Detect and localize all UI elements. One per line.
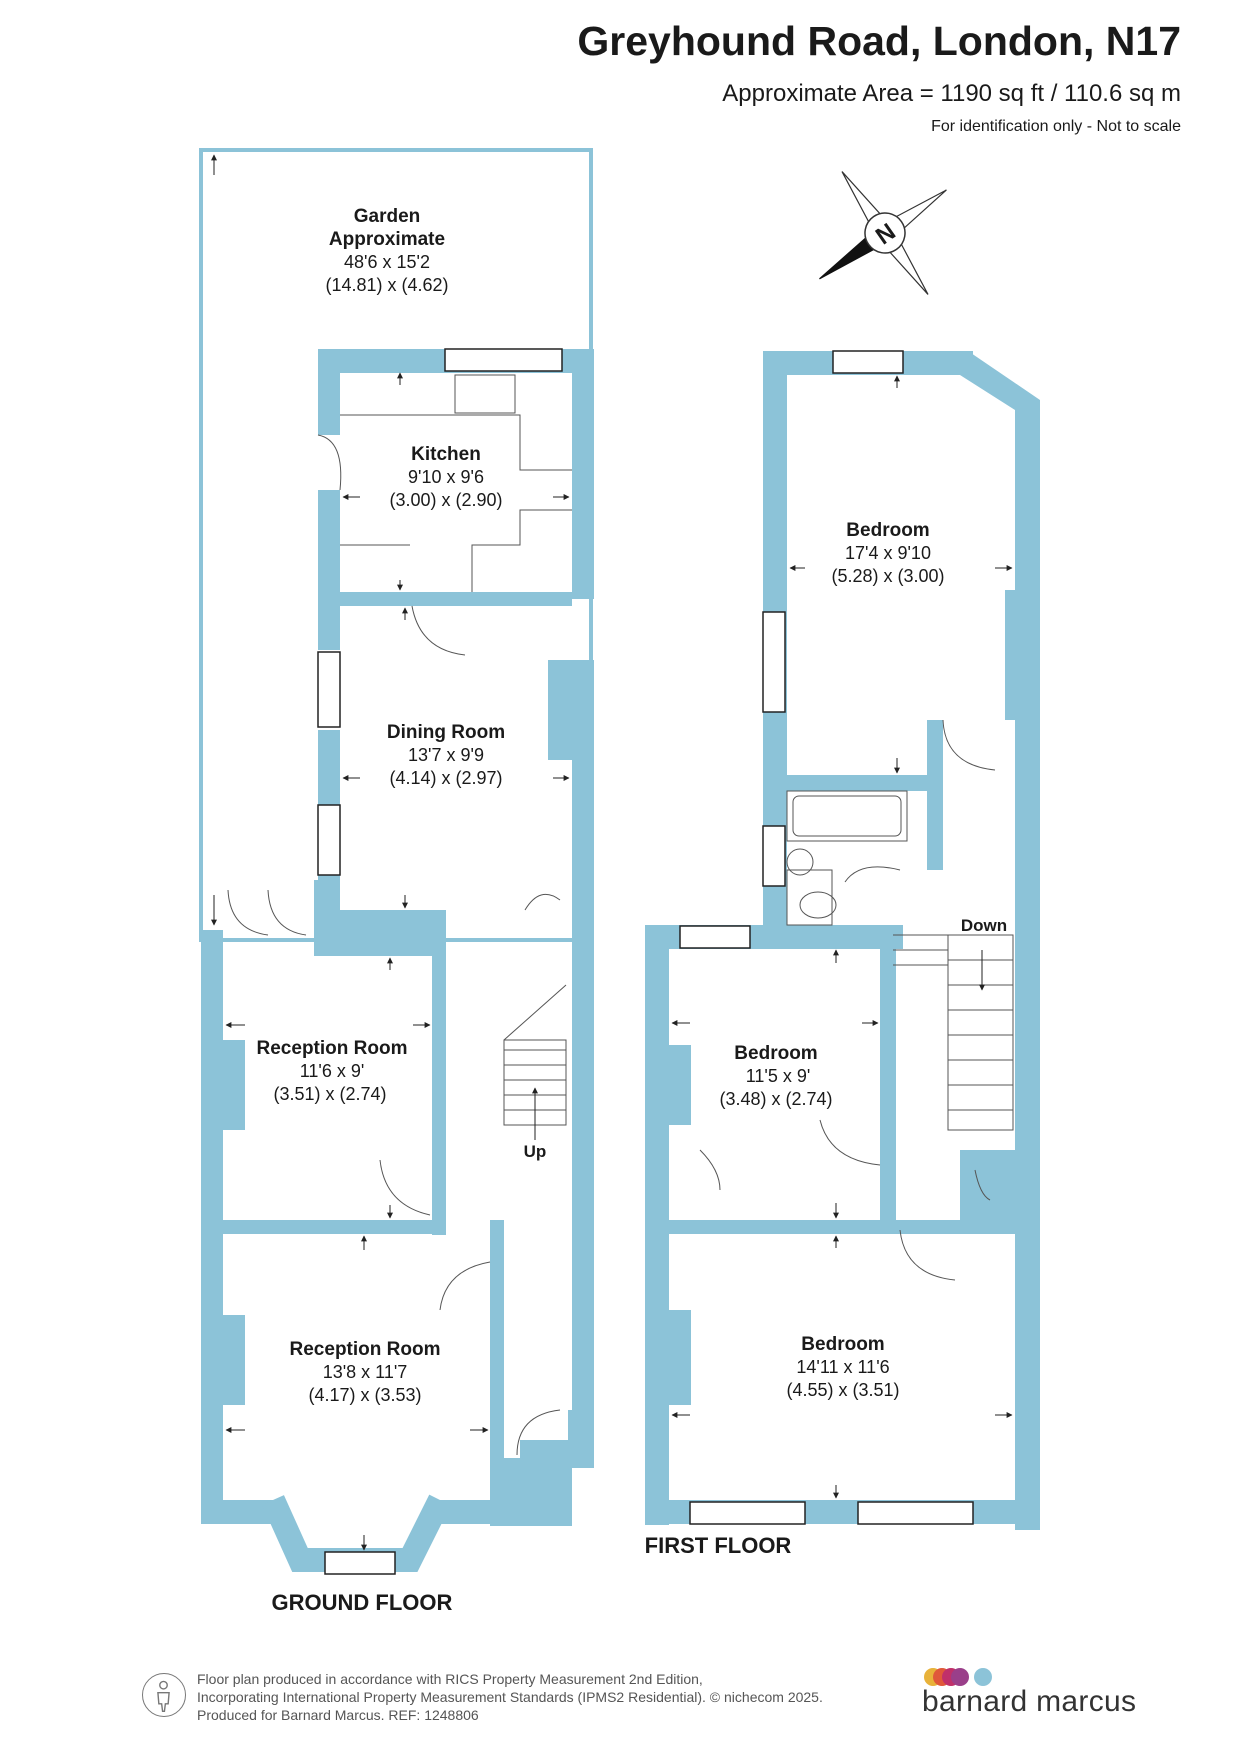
- ground-floor-windows: [317, 348, 563, 1575]
- first-floor-dimension-arrows: [671, 375, 1013, 1499]
- svg-text:Garden: Garden: [354, 206, 421, 227]
- room-label-bedroom-3: Bedroom 14'11 x 11'6 (4.55) x (3.51): [786, 1334, 899, 1400]
- svg-text:(3.51) x (2.74): (3.51) x (2.74): [273, 1084, 386, 1104]
- svg-text:(4.17) x (3.53): (4.17) x (3.53): [308, 1385, 421, 1405]
- first-floor-doors: [699, 719, 996, 1281]
- svg-text:Kitchen: Kitchen: [411, 444, 481, 465]
- svg-text:13'7 x 9'9: 13'7 x 9'9: [408, 745, 484, 765]
- svg-text:17'4 x 9'10: 17'4 x 9'10: [845, 543, 931, 563]
- stairs-down-label: Down: [961, 916, 1007, 935]
- svg-text:48'6 x 15'2: 48'6 x 15'2: [344, 252, 430, 272]
- svg-text:(5.28) x (3.00): (5.28) x (3.00): [831, 566, 944, 586]
- bay-window: [262, 1494, 451, 1572]
- room-label-garden: Garden Approximate 48'6 x 15'2 (14.81) x…: [325, 206, 448, 295]
- svg-text:Bedroom: Bedroom: [734, 1043, 817, 1064]
- svg-text:11'6 x 9': 11'6 x 9': [300, 1061, 365, 1081]
- svg-text:9'10 x 9'6: 9'10 x 9'6: [408, 467, 484, 487]
- compass-icon: N: [819, 171, 947, 295]
- svg-text:Reception Room: Reception Room: [290, 1339, 441, 1360]
- brand-logo-dots: [924, 1668, 1004, 1688]
- room-label-bedroom-1: Bedroom 17'4 x 9'10 (5.28) x (3.00): [831, 520, 944, 586]
- scale-note: For identification only - Not to scale: [931, 118, 1181, 135]
- room-label-reception-room-1: Reception Room 11'6 x 9' (3.51) x (2.74): [257, 1038, 408, 1104]
- svg-text:Reception Room: Reception Room: [257, 1038, 408, 1059]
- first-floor-stairs: [893, 934, 1014, 1131]
- svg-text:Bedroom: Bedroom: [801, 1334, 884, 1355]
- first-floor-windows: [679, 350, 974, 1525]
- svg-text:(4.55) x (3.51): (4.55) x (3.51): [786, 1380, 899, 1400]
- svg-text:(3.00) x (2.90): (3.00) x (2.90): [389, 490, 502, 510]
- approximate-area: Approximate Area = 1190 sq ft / 110.6 sq…: [722, 80, 1181, 107]
- ground-floor-label: GROUND FLOOR: [272, 1590, 453, 1615]
- svg-text:Bedroom: Bedroom: [846, 520, 929, 541]
- footer-line-3: Produced for Barnard Marcus. REF: 124880…: [197, 1707, 479, 1723]
- svg-text:14'11 x 11'6: 14'11 x 11'6: [796, 1357, 889, 1377]
- svg-text:11'5 x 9': 11'5 x 9': [746, 1066, 811, 1086]
- footer-line-1: Floor plan produced in accordance with R…: [197, 1671, 703, 1687]
- ground-floor-doors: [227, 434, 561, 1456]
- svg-text:Dining Room: Dining Room: [387, 722, 505, 743]
- room-label-dining-room: Dining Room 13'7 x 9'9 (4.14) x (2.97): [387, 722, 505, 788]
- ground-floor-dimension-arrows: [211, 154, 570, 1551]
- first-floor-plan: Bedroom 17'4 x 9'10 (5.28) x (3.00) Bedr…: [645, 350, 1040, 1558]
- first-floor-label: FIRST FLOOR: [645, 1533, 792, 1558]
- svg-text:Approximate: Approximate: [329, 229, 445, 250]
- person-icon: [142, 1673, 186, 1717]
- svg-text:(4.14) x (2.97): (4.14) x (2.97): [389, 768, 502, 788]
- svg-text:(14.81) x (4.62): (14.81) x (4.62): [325, 275, 448, 295]
- logo-dot: [951, 1668, 969, 1686]
- room-label-bedroom-2: Bedroom 11'5 x 9' (3.48) x (2.74): [719, 1043, 832, 1109]
- bathroom-fittings: [786, 790, 908, 926]
- stairs-up-label: Up: [524, 1142, 547, 1161]
- page-title: Greyhound Road, London, N17: [577, 18, 1181, 64]
- footer-disclaimer: Floor plan produced in accordance with R…: [197, 1670, 823, 1724]
- svg-text:13'8 x 11'7: 13'8 x 11'7: [323, 1362, 408, 1382]
- logo-dot: [974, 1668, 992, 1686]
- brand-logo: barnard marcus: [922, 1685, 1137, 1718]
- room-label-kitchen: Kitchen 9'10 x 9'6 (3.00) x (2.90): [389, 444, 502, 510]
- ground-floor-plan: Garden Approximate 48'6 x 15'2 (14.81) x…: [199, 148, 594, 1615]
- footer-line-2: Incorporating International Property Mea…: [197, 1689, 823, 1705]
- room-label-reception-room-2: Reception Room 13'8 x 11'7 (4.17) x (3.5…: [290, 1339, 441, 1405]
- kitchen-fittings: [340, 374, 572, 592]
- svg-text:(3.48) x (2.74): (3.48) x (2.74): [719, 1089, 832, 1109]
